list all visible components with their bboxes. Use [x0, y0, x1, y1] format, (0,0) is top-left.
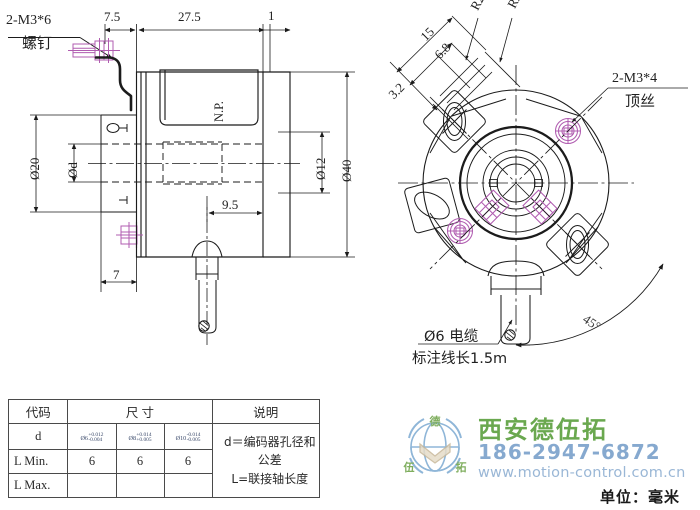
- cable-callout-line1: Ø6 电缆: [424, 329, 479, 345]
- dim-label-phid: Ød: [65, 162, 80, 178]
- cell-size-d2: Ø8+0.014+0.005: [115, 423, 165, 450]
- tol-base-2: Ø8: [128, 434, 137, 442]
- screw-callout-line1: 2-M3*6: [6, 13, 52, 28]
- dim-label-7: 7: [113, 267, 120, 282]
- setscrew-callout-line2: 顶丝: [625, 92, 656, 110]
- tol-base-3: Ø10: [175, 434, 187, 442]
- tol-upper-3: -0.014: [186, 431, 201, 438]
- cell-lmin-1: 6: [67, 449, 117, 474]
- dim-7: [100, 212, 138, 292]
- cell-lmax-2: [115, 473, 165, 498]
- screw-symbol-bottom: [116, 222, 143, 248]
- setscrew-head-upper-right: [554, 117, 582, 145]
- cell-lmax-3: [163, 473, 213, 498]
- dim-label-phi20: Ø20: [27, 157, 42, 180]
- header-size: 尺 寸: [67, 399, 213, 424]
- table-row: L Min. 6 6 6: [7, 449, 320, 474]
- spec-table: 代码 尺 寸 说明 d Ø6+0.012-0.004 Ø8+0.014+0.00…: [7, 399, 321, 498]
- company-name: 西安德伍拓: [478, 416, 608, 444]
- screw-symbol-top: [68, 38, 120, 63]
- front-centrelines: [398, 65, 634, 335]
- branding-block: 德 伍 拓 西安德伍拓 186-2947-6872 www.motion-con…: [398, 406, 698, 486]
- description-line2: L=联接轴长度: [231, 471, 309, 486]
- side-view-geometry: [8, 24, 355, 345]
- cell-description: d＝编码器孔径和公差 L=联接轴长度: [211, 423, 321, 498]
- dim-9-5: [206, 200, 264, 222]
- cell-code-lmax: L Max.: [7, 473, 69, 498]
- header-description: 说明: [211, 399, 321, 424]
- front-cable: [487, 260, 545, 345]
- dim-phi20: [30, 114, 101, 213]
- setscrew-callout-line1: 2-M3*4: [612, 71, 658, 86]
- table-row: d Ø6+0.012-0.004 Ø8+0.014+0.005 Ø10-0.01…: [7, 423, 321, 498]
- tol-lower-1: -0.004: [88, 437, 103, 444]
- cell-code-lmin: L Min.: [7, 449, 69, 474]
- cell-lmin-2: 6: [115, 449, 165, 474]
- table-header-row: 代码 尺 寸 说明: [7, 399, 321, 424]
- screw-callout-line2: 螺钉: [22, 34, 53, 52]
- logo-glyph-top: 德: [429, 414, 441, 428]
- tol-upper-2: +0.014: [136, 431, 152, 438]
- table-row: L Max.: [7, 473, 320, 498]
- logo-glyph-left: 伍: [403, 460, 415, 474]
- tol-lower-3: -0.005: [186, 437, 201, 444]
- dim-label-phi40: Ø40: [339, 159, 354, 182]
- dim-label-9-5: 9.5: [222, 197, 239, 212]
- dim-label-1: 1: [268, 8, 275, 23]
- dim-label-27-5: 27.5: [178, 9, 201, 24]
- dim-label-7-5: 7.5: [104, 9, 121, 24]
- setscrew-head-lower-left: [446, 217, 474, 245]
- cell-size-d3: Ø10-0.014-0.005: [163, 423, 213, 450]
- logo-glyph-right: 拓: [456, 460, 467, 474]
- header-code: 代码: [7, 399, 69, 424]
- facet-lines: [429, 98, 603, 264]
- cell-code-d: d: [7, 423, 69, 450]
- encoder-body-outline: [135, 69, 291, 258]
- company-logo-icon: 德 伍 拓: [403, 414, 467, 474]
- cell-size-d1: Ø6+0.012-0.004: [67, 423, 117, 450]
- unit-note: 单位：毫米: [600, 488, 681, 506]
- shaft-bore-hidden: [101, 141, 263, 185]
- top-dimension-chain: [104, 24, 291, 72]
- cell-lmin-3: 6: [163, 449, 213, 474]
- description-line1: d＝编码器孔径和公差: [223, 434, 316, 468]
- dim-phi40: [290, 71, 355, 258]
- dim-phi12: [278, 131, 330, 194]
- nameplate-label: N.P.: [212, 101, 226, 122]
- dim-label-phi12: Ø12: [313, 157, 328, 180]
- cable-callout-line2: 标注线长1.5m: [412, 351, 508, 367]
- connector-cable: [94, 56, 133, 112]
- front-view-geometry: [398, 65, 634, 345]
- cell-lmax-1: [67, 473, 117, 498]
- front-view-dimensions: [389, 15, 688, 348]
- tol-upper-1: +0.012: [88, 431, 104, 438]
- tol-lower-2: +0.005: [136, 437, 152, 444]
- screw-callout-leader: [8, 37, 113, 59]
- dim-phid: [68, 143, 101, 183]
- company-phone: 186-2947-6872: [478, 440, 661, 464]
- tol-base-1: Ø6: [80, 434, 89, 442]
- company-website: www.motion-control.com.cn: [478, 465, 686, 481]
